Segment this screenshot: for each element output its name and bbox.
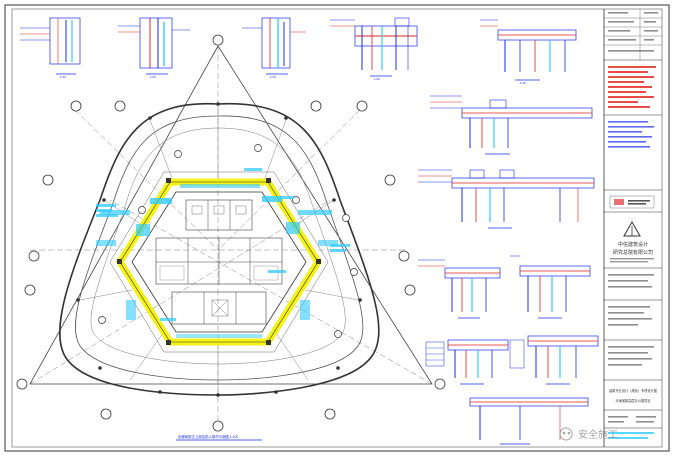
- project-block-label: 建筑专业设计（规划）专项设计图: [609, 388, 657, 393]
- core-rooms: [155, 199, 283, 325]
- title-block: 中信建筑设计 研究总院有限公司 建筑专业设计（规划）专项设计图 天津某超高层办公…: [603, 9, 662, 447]
- watermark-text: 安全施工: [578, 428, 618, 441]
- floor-plan: 走廊局部正立面及防火卷帘平面图 1:100: [16, 34, 446, 441]
- svg-text:1:20: 1:20: [520, 81, 526, 85]
- svg-text:1:20: 1:20: [60, 75, 66, 79]
- section-detail-4: 1:20: [330, 17, 418, 81]
- company-name-line2: 研究总院有限公司: [613, 249, 653, 256]
- section-detail-6: [430, 95, 593, 155]
- section-detail-9: [510, 255, 591, 319]
- svg-text:1:20: 1:20: [150, 75, 156, 79]
- sheet-border: [4, 4, 670, 452]
- section-cut-markers: [98, 144, 358, 338]
- section-detail-5: 1:20: [480, 19, 577, 85]
- section-detail-12: [469, 397, 589, 445]
- triangle-outline: [29, 45, 433, 385]
- plan-caption: 走廊局部正立面及防火卷帘平面图 1:100: [178, 434, 238, 439]
- section-detail-10: [425, 339, 509, 385]
- section-detail-7: [418, 169, 595, 229]
- company-logo: [623, 220, 641, 237]
- cyan-fire-shutters: [96, 184, 338, 338]
- section-detail-2: 1:20: [118, 17, 190, 79]
- grid-axis-bubbles: [16, 34, 446, 432]
- section-detail-11: [509, 335, 599, 385]
- section-detail-3: 1:20: [242, 17, 306, 79]
- inner-border: [11, 8, 663, 448]
- plan-annotations: [96, 168, 350, 321]
- perimeter-columns: [76, 102, 362, 397]
- core-columns: [117, 178, 321, 345]
- company-name-line1: 中信建筑设计: [618, 241, 648, 248]
- svg-text:1:20: 1:20: [270, 75, 276, 79]
- section-detail-1: 1:20: [20, 17, 81, 79]
- project-sub-label: 天津某超高层办公楼项目: [615, 398, 650, 403]
- svg-text:1:20: 1:20: [374, 77, 380, 81]
- section-detail-8: [418, 259, 501, 319]
- watermark: 安全施工: [559, 427, 618, 441]
